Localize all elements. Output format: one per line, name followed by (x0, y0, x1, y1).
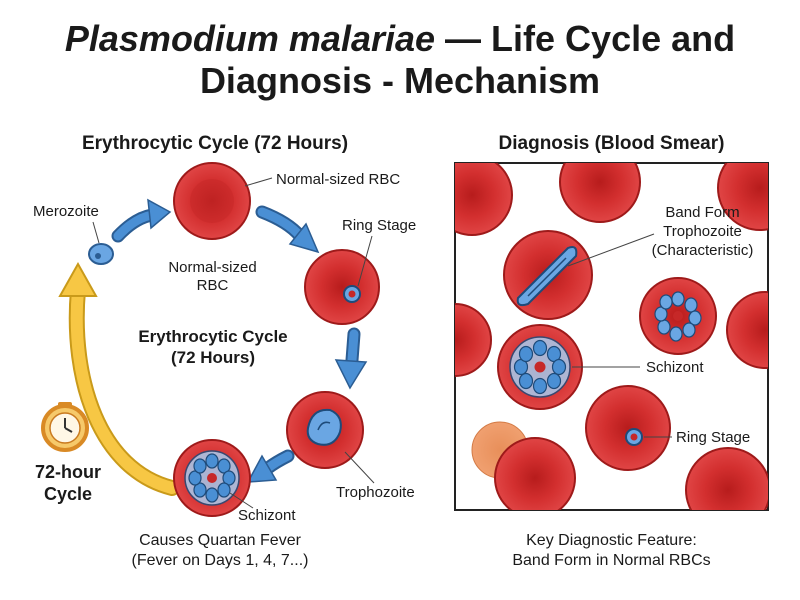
right-panel-heading: Diagnosis (Blood Smear) (498, 133, 725, 154)
arrow-rbc-to-ring (255, 205, 320, 254)
cycle-label-1: 72-hour (34, 462, 101, 482)
cycle-label-2: Cycle (43, 484, 93, 504)
arrow-ring-to-trophozoite (334, 327, 368, 390)
arrow-merozoite-to-rbc (111, 198, 172, 243)
clock-icon (41, 402, 89, 452)
right-footer-2: Band Form in Normal RBCs (512, 552, 711, 569)
schizont-leader (229, 492, 254, 509)
ring-stage-label: Ring Stage (342, 217, 417, 234)
trophozoite-label: Trophozoite (336, 484, 415, 501)
normal-rbc-inner-label-1: Normal-sized (168, 259, 257, 276)
title-species: Plasmodium malariae (64, 18, 436, 59)
trophozoite-cell (286, 391, 364, 469)
page-title: Plasmodium malariae — Life Cycle and Dia… (0, 18, 800, 102)
center-cycle-label-1: Erythrocytic Cycle (138, 327, 288, 346)
band-form-label-1: Band Form (665, 204, 740, 221)
right-footer-1: Key Diagnostic Feature: (526, 532, 697, 549)
title-line2: Diagnosis - Mechanism (199, 60, 601, 101)
left-footer-2: (Fever on Days 1, 4, 7...) (131, 552, 309, 569)
ring-stage-leader (357, 235, 373, 287)
schizont-label: Schizont (238, 507, 296, 524)
merozoite-label: Merozoite (33, 203, 99, 220)
trophozoite-leader (344, 451, 375, 484)
band-form-label-2: Trophozoite (663, 223, 742, 240)
smear-schizont-cell-upper (639, 277, 717, 355)
center-cycle-label-2: (72 Hours) (170, 348, 256, 367)
title-line1: — Life Cycle and (435, 18, 736, 59)
left-footer-1: Causes Quartan Fever (139, 532, 301, 549)
normal-rbc-cell (173, 162, 251, 240)
ring-stage-cell (304, 249, 380, 325)
left-panel-heading: Erythrocytic Cycle (72 Hours) (81, 133, 349, 154)
band-form-cell (503, 230, 593, 320)
merozoite-cell (88, 243, 114, 265)
band-form-leader (567, 233, 655, 267)
smear-schizont-cell (497, 324, 583, 410)
smear-schizont-label: Schizont (646, 359, 704, 376)
cycle-return-arrow (58, 261, 180, 496)
blood-smear-field (455, 163, 768, 510)
schizont-cell (173, 439, 251, 517)
merozoite-leader (92, 221, 100, 244)
normal-rbc-callout-label: Normal-sized RBC (276, 171, 401, 188)
band-form-label-3: (Characteristic) (651, 242, 754, 259)
normal-rbc-inner-label-2: RBC (196, 277, 229, 294)
normal-rbc-leader (244, 177, 273, 187)
smear-ring-stage-label: Ring Stage (676, 429, 751, 446)
arrow-trophozoite-to-schizont (246, 449, 295, 483)
smear-ring-stage-cell (585, 385, 671, 471)
